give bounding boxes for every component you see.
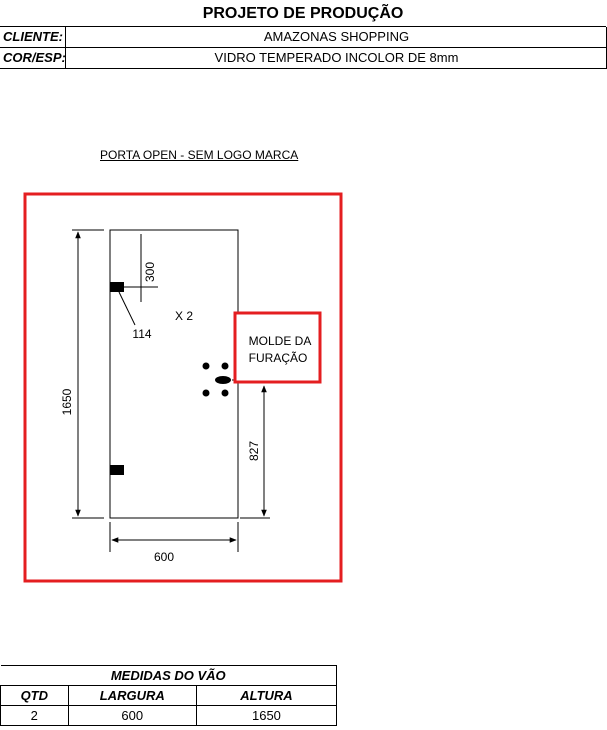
client-row: CLIENTE: AMAZONAS SHOPPING	[0, 27, 607, 48]
drawing-title: PORTA OPEN - SEM LOGO MARCA	[100, 148, 299, 162]
hole-bottom-right	[221, 389, 229, 397]
cell-qtd: 2	[0, 705, 69, 726]
hole-top-right	[221, 362, 229, 370]
door-panel	[109, 229, 239, 519]
client-value: AMAZONAS SHOPPING	[263, 29, 410, 44]
callout-line-1: MOLDE DA	[249, 334, 312, 348]
client-label: CLIENTE:	[0, 27, 66, 47]
handle-slot	[215, 376, 231, 384]
hinge-leader	[118, 291, 136, 326]
page-title: PROJETO DE PRODUÇÃO	[0, 1, 606, 27]
hole-top-left	[202, 362, 210, 370]
material-label: COR/ESP:	[0, 48, 66, 68]
callout-box	[233, 311, 322, 384]
material-row: COR/ESP: VIDRO TEMPERADO INCOLOR DE 8mm	[0, 48, 607, 69]
material-value: VIDRO TEMPERADO INCOLOR DE 8mm	[214, 50, 459, 65]
bottom-hinge	[110, 465, 124, 475]
width-dimension-label: 600	[154, 550, 174, 564]
measures-table: MEDIDAS DO VÃO QTD LARGURA ALTURA 2 600 …	[0, 665, 338, 726]
hinge-offset-label: 300	[143, 262, 157, 282]
table-row: 2 600 1650	[0, 705, 338, 726]
measures-title: MEDIDAS DO VÃO	[0, 665, 337, 686]
drawing-frame	[23, 192, 343, 583]
handle-height-label: 827	[247, 441, 261, 461]
col-header-qtd: QTD	[0, 685, 69, 706]
height-dimension-label: 1650	[60, 388, 74, 415]
col-header-largura: LARGURA	[67, 685, 197, 706]
col-header-altura: ALTURA	[195, 685, 338, 706]
cell-largura: 600	[67, 705, 197, 726]
top-hinge	[110, 282, 124, 292]
quantity-note: X 2	[175, 309, 193, 323]
callout-line-2: FURAÇÃO	[249, 351, 308, 365]
cell-altura: 1650	[195, 705, 338, 726]
hole-bottom-left	[202, 389, 210, 397]
hinge-dimension-label: 114	[132, 327, 151, 341]
